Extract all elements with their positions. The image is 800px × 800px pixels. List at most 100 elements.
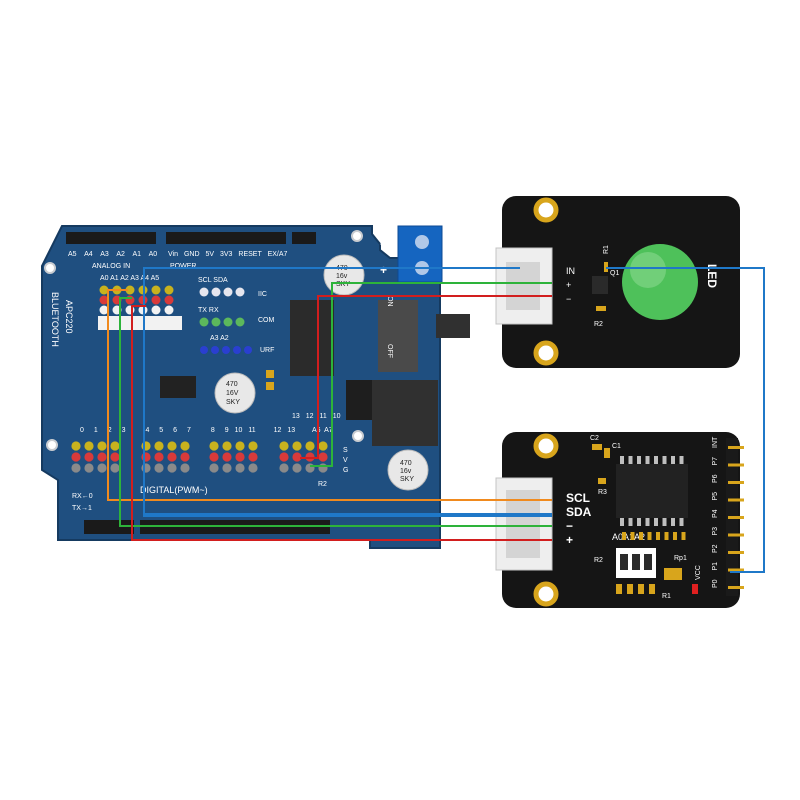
port-label: P7 [712,457,719,466]
digital-pin [180,452,190,462]
led-module-board [502,196,740,368]
io-pads [616,532,686,594]
led-mount-hole [533,340,559,366]
svg-label-g: G [343,467,348,474]
io-connector-inner [506,490,540,558]
wire-blue-sda [143,300,552,515]
digital-pin [209,463,219,473]
iic-pin [223,287,233,297]
urf-label: URF [260,347,274,354]
port-pin [728,463,744,467]
digital-pin [292,441,302,451]
digital-pin [279,441,289,451]
analog-pin [164,285,174,295]
capacitor-1: 470 16V SKY [214,372,256,414]
port-label: P4 [712,509,719,518]
iic-label: IIC [258,291,267,298]
analog-pin [164,295,174,305]
digital-pin [97,452,107,462]
capacitor-3: 470 16v SKY [387,449,429,491]
digital-pin [180,463,190,473]
digital-pin [154,452,164,462]
sclsda-label: SCL SDA [198,277,228,284]
switch-on-label: ON [386,296,393,307]
chip-leg [671,518,675,526]
chip-leg [628,518,633,526]
io-scl-label: SCL [566,491,590,505]
dip-switch-keys [620,554,652,570]
digital-pin [84,463,94,473]
digital-pin [279,463,289,473]
analog-pin [164,305,174,315]
svg-label-s: S [343,447,348,454]
io-cap-c1 [604,448,610,458]
wire-orange-scl [107,289,552,501]
port-pin [728,481,744,484]
wire-green-gnd [119,297,552,527]
port-pin [728,498,744,502]
io-r3-label: R3 [598,489,607,496]
top-header-right [292,232,316,244]
io-rp1-label: Rp1 [674,555,687,562]
power-header [166,232,286,244]
port-pin [728,551,744,554]
digital-pin [318,463,328,473]
iic-pin [235,287,245,297]
analog-pin [125,295,135,305]
port-pin [728,533,744,537]
led-pin-plus: + [566,280,571,290]
port-label: P0 [712,579,719,588]
io-pad [622,532,626,540]
chip-leg [662,518,667,526]
com-pin [211,317,221,327]
io-minus-label: − [566,519,573,533]
digital-pin [292,463,302,473]
io-pad [630,532,635,540]
digital-pin [222,441,232,451]
svg-label-v: V [343,457,348,464]
shield-regulator [290,300,334,376]
io-expander-chip [616,464,688,518]
digital-pin [110,463,120,473]
right-pin-labels: A6 A7 [312,427,333,434]
chip-leg [637,518,641,526]
digital-pin [222,463,232,473]
digital-pin [141,463,151,473]
green-led-highlight [630,252,666,288]
dip-key [644,554,652,570]
tx-label: TX→1 [72,505,92,512]
urf-pin [200,346,208,354]
led-r2-label: R2 [594,321,603,328]
io-pad [638,584,644,594]
txrx-label: TX RX [198,307,219,314]
io-pad [627,584,633,594]
wire-red-vcc [131,305,552,541]
port-label: P2 [712,544,719,553]
digital-pin [305,463,315,473]
analog-pin [99,305,109,315]
port-label: P5 [712,492,719,501]
digital-pin [97,441,107,451]
led-r1-label: R1 [603,245,610,254]
led-resistor [596,306,606,311]
chip-leg [654,518,658,526]
analog-header [66,232,156,244]
analog-pin [99,285,109,295]
digital-pin [154,441,164,451]
io-plus-label: + [566,533,573,547]
digital-pin [71,441,81,451]
port-pin [728,446,744,449]
led-pin-minus: − [566,294,571,304]
iic-pin [211,287,221,297]
mid-pin-labels: 13 12 11 10 [292,413,341,420]
port-pin [728,568,744,572]
digital-pin [84,452,94,462]
digital-pin [141,452,151,462]
digital-pin [209,441,219,451]
digital-pin [167,441,177,451]
digital-pin [235,463,245,473]
svg-text:470: 470 [226,381,238,388]
io-c1-label: C1 [612,443,621,450]
svg-text:SKY: SKY [400,476,414,483]
